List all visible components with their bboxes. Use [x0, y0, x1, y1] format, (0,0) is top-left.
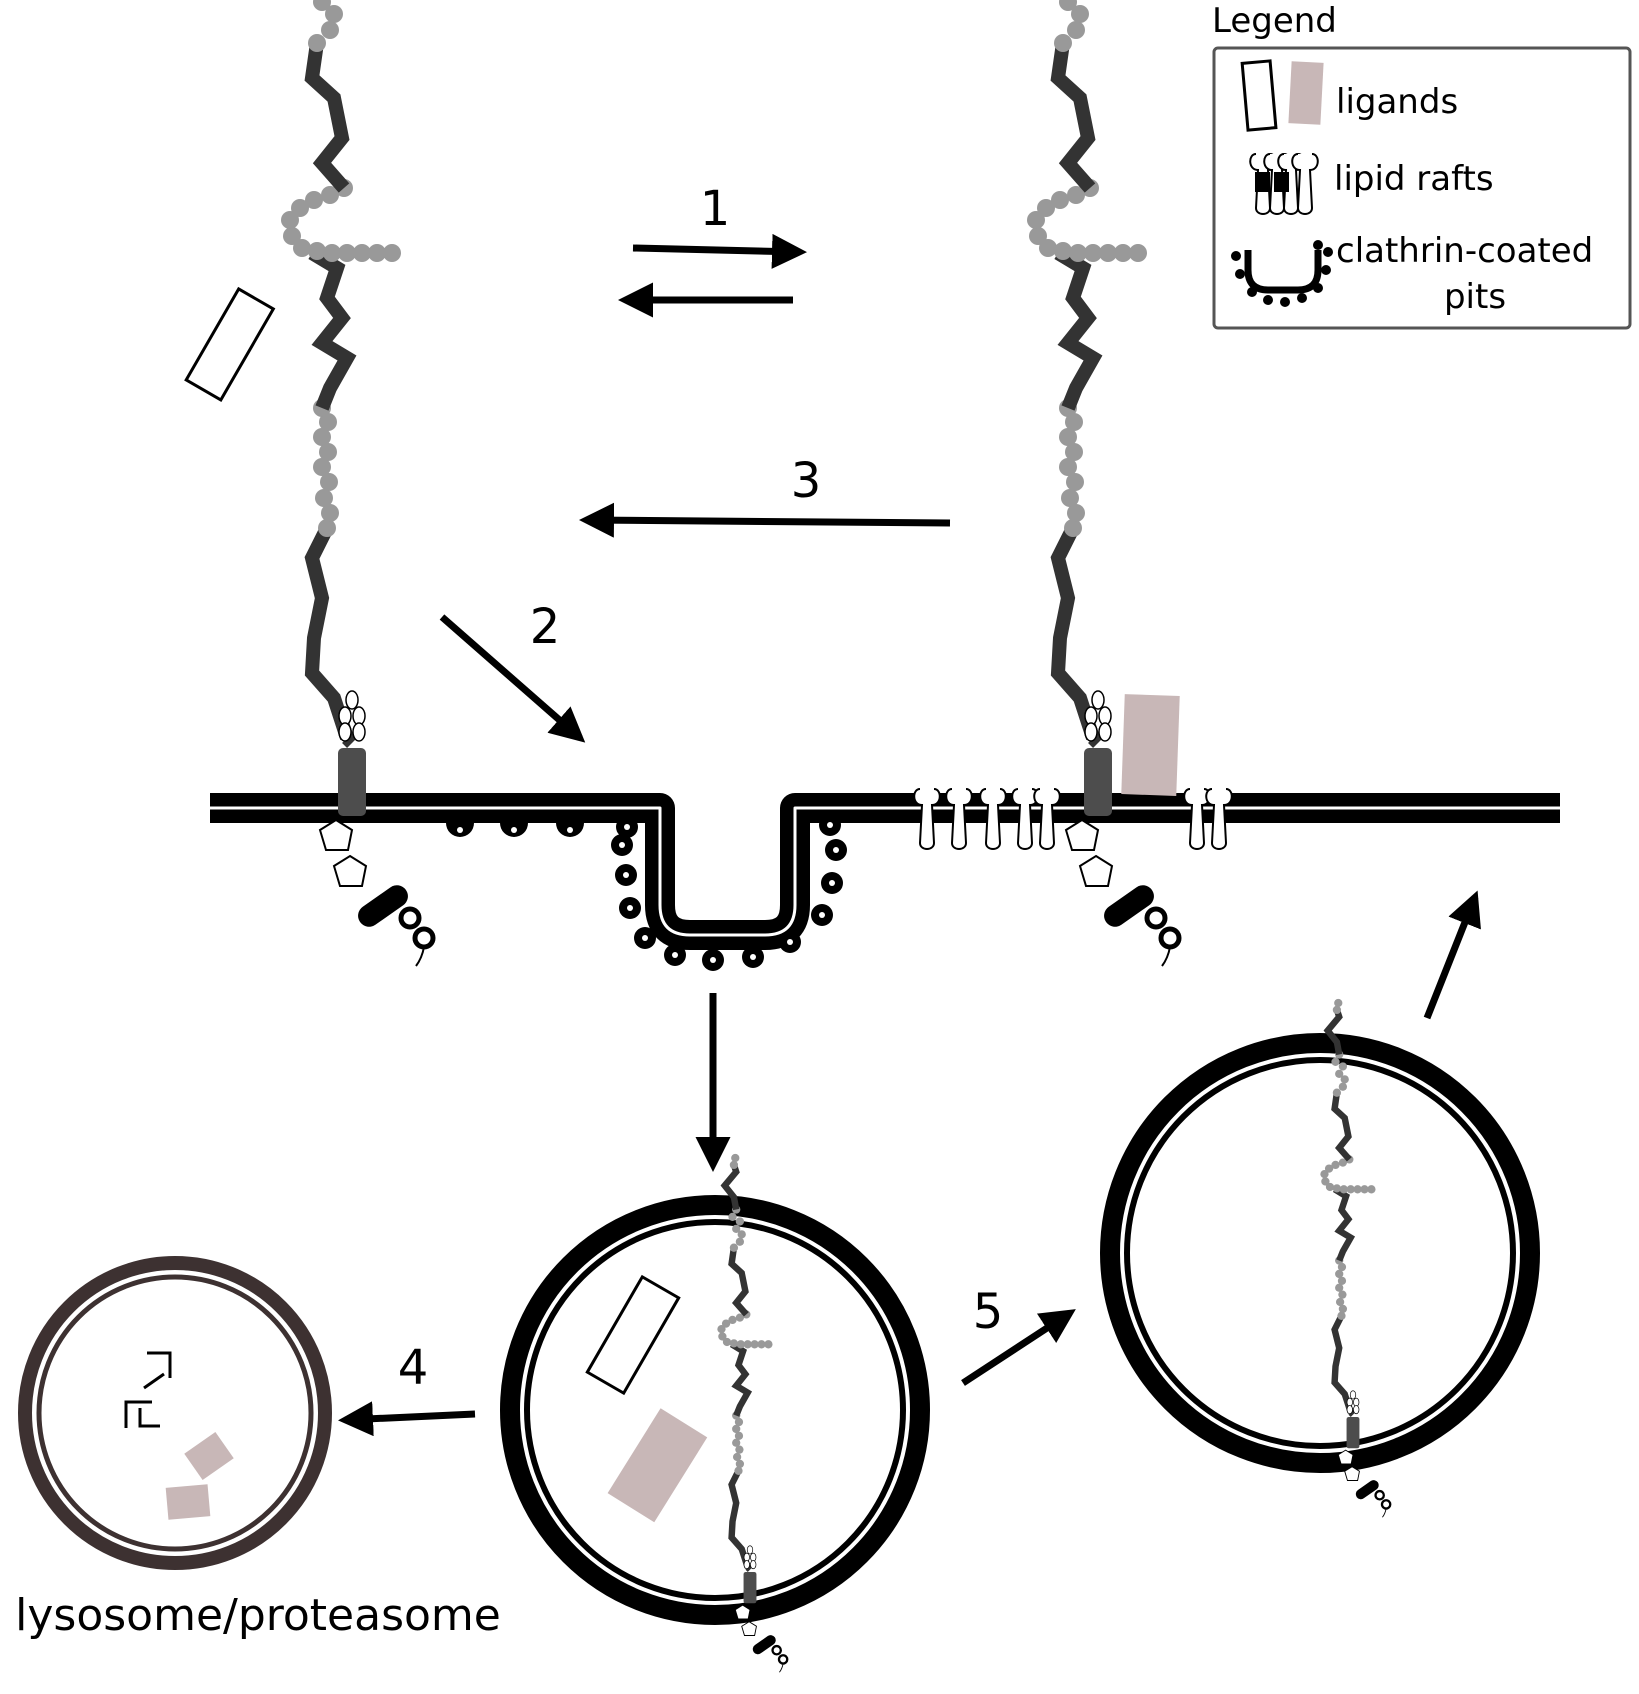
arrow-recycling: [1423, 890, 1481, 1020]
legend-label-clathrin-line1: clathrin-coated: [1336, 231, 1593, 271]
step-4-label: 4: [398, 1340, 429, 1396]
lysosome: [18, 1256, 332, 1570]
ligand-unfilled-top: [184, 286, 276, 402]
lipid-raft-icon: [1249, 153, 1319, 215]
arrow-step1-forward: [632, 233, 807, 269]
degraded-ligand-piece-1: [184, 1431, 234, 1481]
arrows: [338, 233, 1481, 1437]
clathrin-coat: [446, 814, 847, 971]
lysosome-label: lysosome/proteasome: [15, 1590, 501, 1641]
legend-label-lipid-rafts: lipid rafts: [1334, 159, 1494, 199]
ligand-filled-endosome: [607, 1408, 708, 1523]
ligand-unfilled-endosome: [585, 1274, 681, 1396]
ligand-icon: [1240, 59, 1324, 132]
arrow-step4: [338, 1401, 476, 1437]
degraded-ligand-fragments: [124, 1351, 172, 1428]
plasma-membrane: [210, 793, 1560, 950]
legend: Legend ligands lipid rafts: [1212, 1, 1632, 330]
endosome: [500, 1154, 930, 1672]
clathrin-pit-icon: [1231, 240, 1333, 307]
step-5-label: 5: [973, 1284, 1004, 1340]
arrow-step2: [439, 614, 586, 743]
ligand-filled-bound: [1121, 694, 1180, 796]
step-1-label: 1: [700, 181, 731, 237]
degraded-ligand-piece-2: [165, 1484, 211, 1520]
legend-label-ligands: ligands: [1336, 82, 1458, 122]
arrow-step5: [961, 1309, 1076, 1386]
recycling-vesicle: [1100, 999, 1540, 1517]
step-3-label: 3: [791, 453, 822, 509]
legend-title: Legend: [1212, 1, 1337, 41]
arrow-step3: [579, 502, 951, 538]
legend-label-clathrin-line2: pits: [1444, 277, 1506, 317]
step-2-label: 2: [530, 599, 561, 655]
